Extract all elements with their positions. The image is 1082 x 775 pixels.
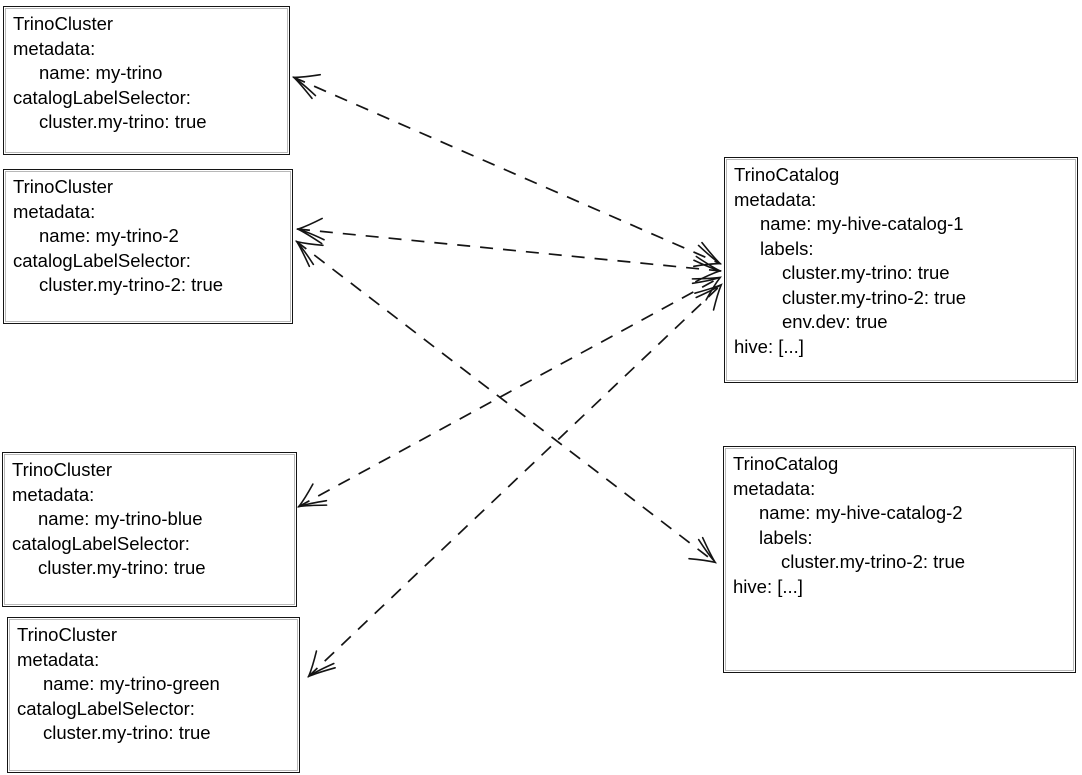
yaml-line: name: my-hive-catalog-2 [759,502,963,523]
yaml-line: labels: [760,237,814,259]
yaml-line: catalogLabelSelector: [17,697,195,719]
yaml-line: metadata: [13,200,96,222]
yaml-line: env.dev: true [782,311,888,332]
node-trinocluster-my-trino: TrinoCluster metadata: name: my-trino ca… [3,6,290,155]
connector-my-trino-to-catalog-1 [291,73,723,268]
connector-my-trino-2-to-catalog-2 [295,240,717,564]
yaml-line: TrinoCluster [13,176,114,197]
yaml-line: cluster.my-trino: true [43,722,211,743]
yaml-line: metadata: [733,477,816,499]
node-trinocluster-my-trino-blue: TrinoCluster metadata: name: my-trino-bl… [2,452,297,607]
yaml-line: hive: [...] [733,575,803,597]
node-trinocluster-my-trino-2: TrinoCluster metadata: name: my-trino-2 … [3,169,293,324]
connector-my-trino-green-to-catalog-1 [307,283,723,678]
yaml-line: cluster.my-trino: true [782,262,950,283]
yaml-line: cluster.my-trino-2: true [781,551,966,572]
yaml-line: hive: [...] [734,335,804,357]
yaml-line: TrinoCluster [13,13,114,34]
connector-my-trino-2-to-catalog-1 [295,217,723,283]
connector-my-trino-blue-to-catalog-1 [297,276,722,508]
yaml-line: name: my-trino-blue [38,508,203,529]
node-trinocatalog-my-hive-catalog-2: TrinoCatalog metadata: name: my-hive-cat… [723,446,1076,673]
yaml-line: cluster.my-trino-2: true [782,286,967,308]
yaml-line: TrinoCluster [17,624,118,645]
yaml-line: labels: [759,526,813,548]
yaml-line: catalogLabelSelector: [13,86,191,108]
yaml-line: catalogLabelSelector: [13,249,191,271]
node-trinocatalog-my-hive-catalog-1: TrinoCatalog metadata: name: my-hive-cat… [724,157,1078,383]
yaml-line: name: my-trino-green [43,673,220,694]
yaml-line: metadata: [13,37,96,59]
yaml-line: cluster.my-trino: true [38,557,206,578]
yaml-line: metadata: [12,483,95,505]
yaml-line: TrinoCatalog [734,164,840,185]
yaml-line: cluster.my-trino-2: true [39,274,224,295]
yaml-line: cluster.my-trino: true [39,111,207,132]
yaml-line: TrinoCluster [12,459,113,480]
yaml-line: name: my-trino [39,62,163,83]
node-trinocluster-my-trino-green: TrinoCluster metadata: name: my-trino-gr… [7,617,300,773]
yaml-line: catalogLabelSelector: [12,532,190,554]
yaml-line: metadata: [17,648,100,670]
yaml-line: name: my-hive-catalog-1 [760,213,964,234]
yaml-line: name: my-trino-2 [39,225,179,246]
yaml-line: TrinoCatalog [733,453,839,474]
yaml-line: metadata: [734,188,817,210]
